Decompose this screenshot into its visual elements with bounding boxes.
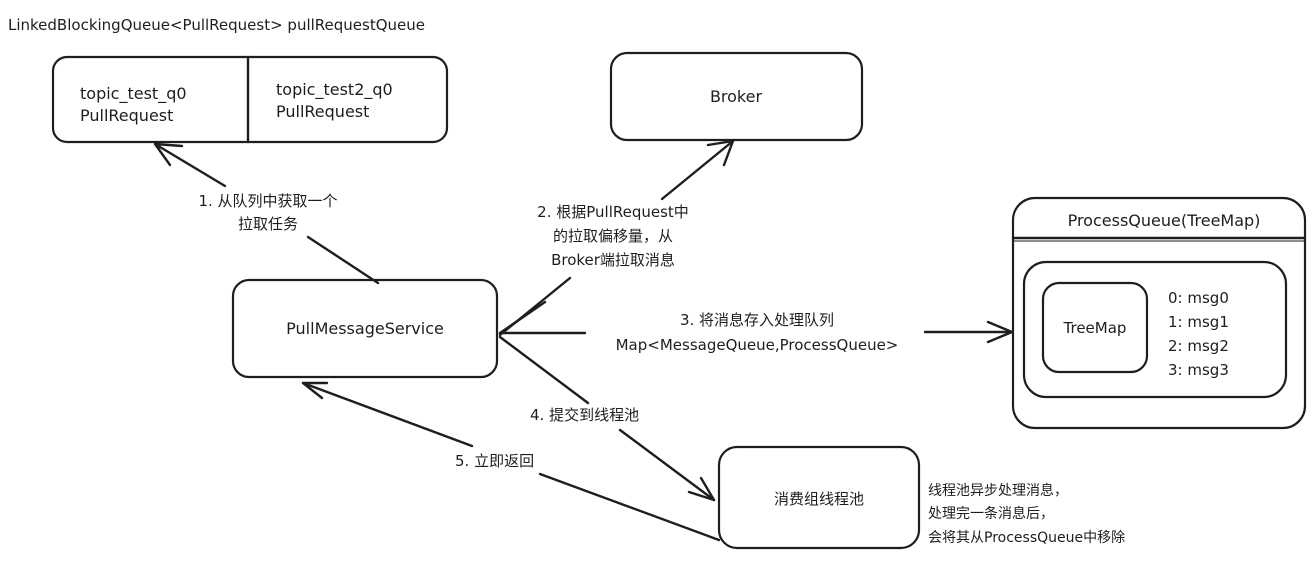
treemap-box: [1041, 281, 1149, 374]
treemap-entry: 3: msg3: [1168, 361, 1229, 379]
process-queue-inner-box: [1022, 260, 1288, 399]
arrowhead-icon: [498, 300, 547, 335]
edge-step1: 1. 从队列中获取一个 拉取任务: [153, 142, 380, 285]
edge-step5-line-a: [538, 472, 721, 542]
arrowhead-icon: [706, 139, 735, 167]
edge-step4: 4. 提交到线程池: [498, 335, 716, 502]
note-line-1: 线程池异步处理消息，: [928, 482, 1068, 499]
edge-step2: 2. 根据PullRequest中 的拉取偏移量，从 Broker端拉取消息: [498, 139, 735, 337]
broker-node: Broker: [609, 51, 864, 142]
pull-request-queue: topic_test_q0 PullRequest topic_test2_q0…: [51, 55, 449, 144]
process-queue-outer-box: [1011, 196, 1307, 430]
pull-message-service-label: PullMessageService: [286, 319, 444, 338]
consumer-thread-pool-label: 消费组线程池: [774, 490, 864, 508]
edge-step1-line-b: [153, 142, 227, 188]
pull-message-service-box: [231, 278, 499, 379]
treemap-entry: 2: msg2: [1168, 337, 1229, 355]
pull-message-service-node: PullMessageService: [231, 278, 499, 379]
arrowhead-icon: [986, 320, 1014, 344]
edge-step3-label-line1: 3. 将消息存入处理队列: [680, 311, 834, 329]
queue-box-outline: [51, 55, 449, 144]
queue-cell-1-line2: PullRequest: [276, 102, 369, 121]
edge-step1-label-line1: 1. 从队列中获取一个: [198, 192, 337, 210]
broker-box: [609, 51, 864, 142]
edge-step3: 3. 将消息存入处理队列 Map<MessageQueue,ProcessQue…: [498, 300, 1014, 354]
queue-cell-0: topic_test_q0 PullRequest: [80, 84, 187, 125]
note-thread-pool: 线程池异步处理消息， 处理完一条消息后， 会将其从ProcessQueue中移除: [928, 482, 1125, 546]
process-queue-node: ProcessQueue(TreeMap) TreeMap 0: msg0 1:…: [1011, 196, 1307, 430]
edge-step2-label-line3: Broker端拉取消息: [551, 251, 675, 269]
note-line-2: 处理完一条消息后，: [928, 505, 1054, 522]
treemap-entry: 1: msg1: [1168, 313, 1229, 331]
broker-label: Broker: [710, 87, 763, 106]
arrowhead-icon: [301, 381, 329, 400]
process-queue-title: ProcessQueue(TreeMap): [1068, 211, 1261, 230]
arrowhead-icon: [687, 476, 716, 502]
consumer-thread-pool-node: 消费组线程池: [717, 445, 921, 550]
queue-title: LinkedBlockingQueue<PullRequest> pullReq…: [8, 16, 425, 34]
edge-step4-line-a: [498, 335, 590, 405]
queue-cell-1-line1: topic_test2_q0: [276, 80, 393, 100]
edge-step2-line-b: [660, 139, 735, 201]
arrowhead-icon: [153, 142, 184, 167]
queue-cell-1: topic_test2_q0 PullRequest: [276, 80, 393, 121]
treemap-entry: 0: msg0: [1168, 289, 1229, 307]
consumer-thread-pool-box: [717, 445, 921, 550]
edge-step1-line-a: [306, 235, 380, 285]
edge-step4-label: 4. 提交到线程池: [530, 406, 639, 424]
queue-cell-0-line1: topic_test_q0: [80, 84, 187, 104]
queue-cell-0-line2: PullRequest: [80, 106, 173, 125]
edge-step5-line-b: [301, 381, 474, 448]
note-line-3: 会将其从ProcessQueue中移除: [928, 530, 1125, 546]
edge-step1-label-line2: 拉取任务: [238, 215, 298, 233]
edge-step5-label: 5. 立即返回: [455, 452, 534, 470]
edge-step2-label-line1: 2. 根据PullRequest中: [537, 203, 689, 221]
treemap-label: TreeMap: [1063, 319, 1127, 337]
edge-step5: 5. 立即返回: [301, 381, 721, 542]
edge-step4-line-b: [618, 428, 716, 502]
edge-step3-label-line2: Map<MessageQueue,ProcessQueue>: [616, 336, 899, 354]
edge-step2-label-line2: 的拉取偏移量，从: [553, 227, 673, 245]
